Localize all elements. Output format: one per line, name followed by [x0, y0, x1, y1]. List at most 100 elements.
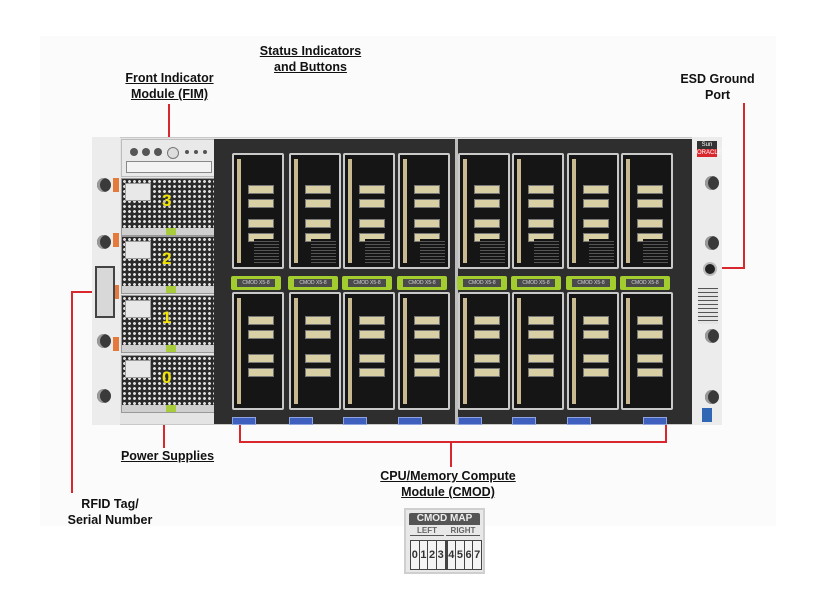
overtemp-led-icon — [154, 148, 162, 156]
psu-number: 1 — [162, 308, 172, 327]
intel-badge-icon — [702, 408, 712, 422]
cmod-lower-1[interactable] — [289, 292, 341, 410]
cmod-handle-3[interactable]: CMOD X5-8 — [397, 276, 447, 290]
cmod-upper-0[interactable] — [232, 153, 284, 269]
cmod-lower-4[interactable] — [458, 292, 510, 410]
dimm-clip — [305, 368, 331, 377]
dimm-clip — [248, 185, 274, 194]
leader-line-cmod-horizontal — [239, 441, 667, 443]
cmod-handle-5[interactable]: CMOD X5-8 — [511, 276, 561, 290]
dimm-clip — [583, 316, 609, 325]
cmod-upper-1[interactable] — [289, 153, 341, 269]
callout-line: RFID Tag/ — [81, 497, 139, 511]
locator-button-icon[interactable] — [130, 148, 138, 156]
power-button[interactable] — [167, 147, 179, 159]
dimm-clip — [359, 316, 385, 325]
cmod-handle-label: CMOD X5-8 — [626, 279, 664, 287]
cmod-handle-6[interactable]: CMOD X5-8 — [566, 276, 616, 290]
vendor-badge-oracle: ORACLE — [697, 149, 722, 157]
cmod-vent — [480, 239, 505, 263]
cmod-handle-0[interactable]: CMOD X5-8 — [231, 276, 281, 290]
cmod-rail — [403, 159, 407, 263]
cmod-handle-2[interactable]: CMOD X5-8 — [342, 276, 392, 290]
cmod-handle-7[interactable]: CMOD X5-8 — [620, 276, 670, 290]
dimm-clip — [359, 185, 385, 194]
cmod-slot-tag-2 — [343, 417, 367, 425]
cmod-upper-4[interactable] — [458, 153, 510, 269]
dimm-clip — [583, 219, 609, 228]
power-supply-1[interactable]: 1 — [121, 295, 216, 353]
rfid-tag — [95, 266, 115, 318]
cmod-handle-label: CMOD X5-8 — [572, 279, 610, 287]
cmod-rail — [237, 298, 241, 404]
dimm-clip — [359, 330, 385, 339]
cmod-lower-0[interactable] — [232, 292, 284, 410]
dimm-clip — [474, 368, 500, 377]
cmod-map-left-label: LEFT — [410, 526, 444, 536]
callout-cmod: CPU/Memory Compute Module (CMOD) — [368, 468, 528, 500]
status-led-icon — [203, 150, 207, 154]
cmod-lower-6[interactable] — [567, 292, 619, 410]
cmod-slot-tag-1 — [289, 417, 313, 425]
rack-screw-icon — [97, 178, 111, 192]
dimm-clip — [414, 185, 440, 194]
vendor-badge: Sun ORACLE — [697, 141, 722, 157]
cmod-rail — [572, 159, 576, 263]
power-supply-2[interactable]: 2 — [121, 236, 216, 294]
status-led-icon — [194, 150, 198, 154]
cmod-rail — [348, 298, 352, 404]
cmod-lower-7[interactable] — [621, 292, 673, 410]
cmod-rail — [517, 298, 521, 404]
cmod-lower-3[interactable] — [398, 292, 450, 410]
cmod-vent — [643, 239, 668, 263]
power-supply-3[interactable]: 3 — [121, 178, 216, 236]
cmod-upper-7[interactable] — [621, 153, 673, 269]
cmod-lower-5[interactable] — [512, 292, 564, 410]
cmod-lower-2[interactable] — [343, 292, 395, 410]
cmod-map-digit: 7 — [474, 549, 481, 561]
psu-latch[interactable] — [166, 405, 176, 412]
cmod-rail — [517, 159, 521, 263]
cmod-slot-tag-6 — [567, 417, 591, 425]
psu-latch[interactable] — [166, 286, 176, 293]
cmod-upper-6[interactable] — [567, 153, 619, 269]
cmod-vent — [420, 239, 445, 263]
esd-ground-port[interactable] — [703, 262, 717, 276]
dimm-clip — [248, 368, 274, 377]
dimm-clip — [637, 316, 663, 325]
cmod-handle-4[interactable]: CMOD X5-8 — [457, 276, 507, 290]
cmod-rail — [294, 298, 298, 404]
leader-line-cmod-right — [665, 420, 667, 442]
power-supply-0[interactable]: 0 — [121, 355, 216, 413]
leader-line-rfid-horizontal — [71, 291, 95, 293]
dimm-clip — [248, 330, 274, 339]
psu-latch[interactable] — [166, 228, 176, 235]
cmod-vent — [534, 239, 559, 263]
psu-latch[interactable] — [166, 345, 176, 352]
cmod-handle-label: CMOD X5-8 — [348, 279, 386, 287]
rack-screw-icon — [705, 236, 719, 250]
cmod-upper-3[interactable] — [398, 153, 450, 269]
cmod-handle-1[interactable]: CMOD X5-8 — [288, 276, 338, 290]
cmod-slot-tag-5 — [512, 417, 536, 425]
cmod-vent — [589, 239, 614, 263]
dimm-clip — [474, 185, 500, 194]
rack-screw-icon — [97, 235, 111, 249]
dimm-clip — [305, 330, 331, 339]
cmod-map-digit: 5 — [456, 541, 465, 569]
callout-line: Module (CMOD) — [401, 485, 495, 499]
cmod-map-digit: 6 — [465, 541, 474, 569]
psu-status-tag — [113, 285, 119, 299]
dimm-clip — [305, 199, 331, 208]
rack-screw-icon — [705, 176, 719, 190]
dimm-clip — [528, 185, 554, 194]
cmod-vent — [254, 239, 279, 263]
dimm-clip — [637, 354, 663, 363]
cmod-upper-2[interactable] — [343, 153, 395, 269]
dimm-clip — [528, 199, 554, 208]
cmod-handle-label: CMOD X5-8 — [294, 279, 332, 287]
dimm-clip — [583, 330, 609, 339]
dimm-clip — [414, 199, 440, 208]
rack-screw-icon — [705, 329, 719, 343]
cmod-upper-5[interactable] — [512, 153, 564, 269]
